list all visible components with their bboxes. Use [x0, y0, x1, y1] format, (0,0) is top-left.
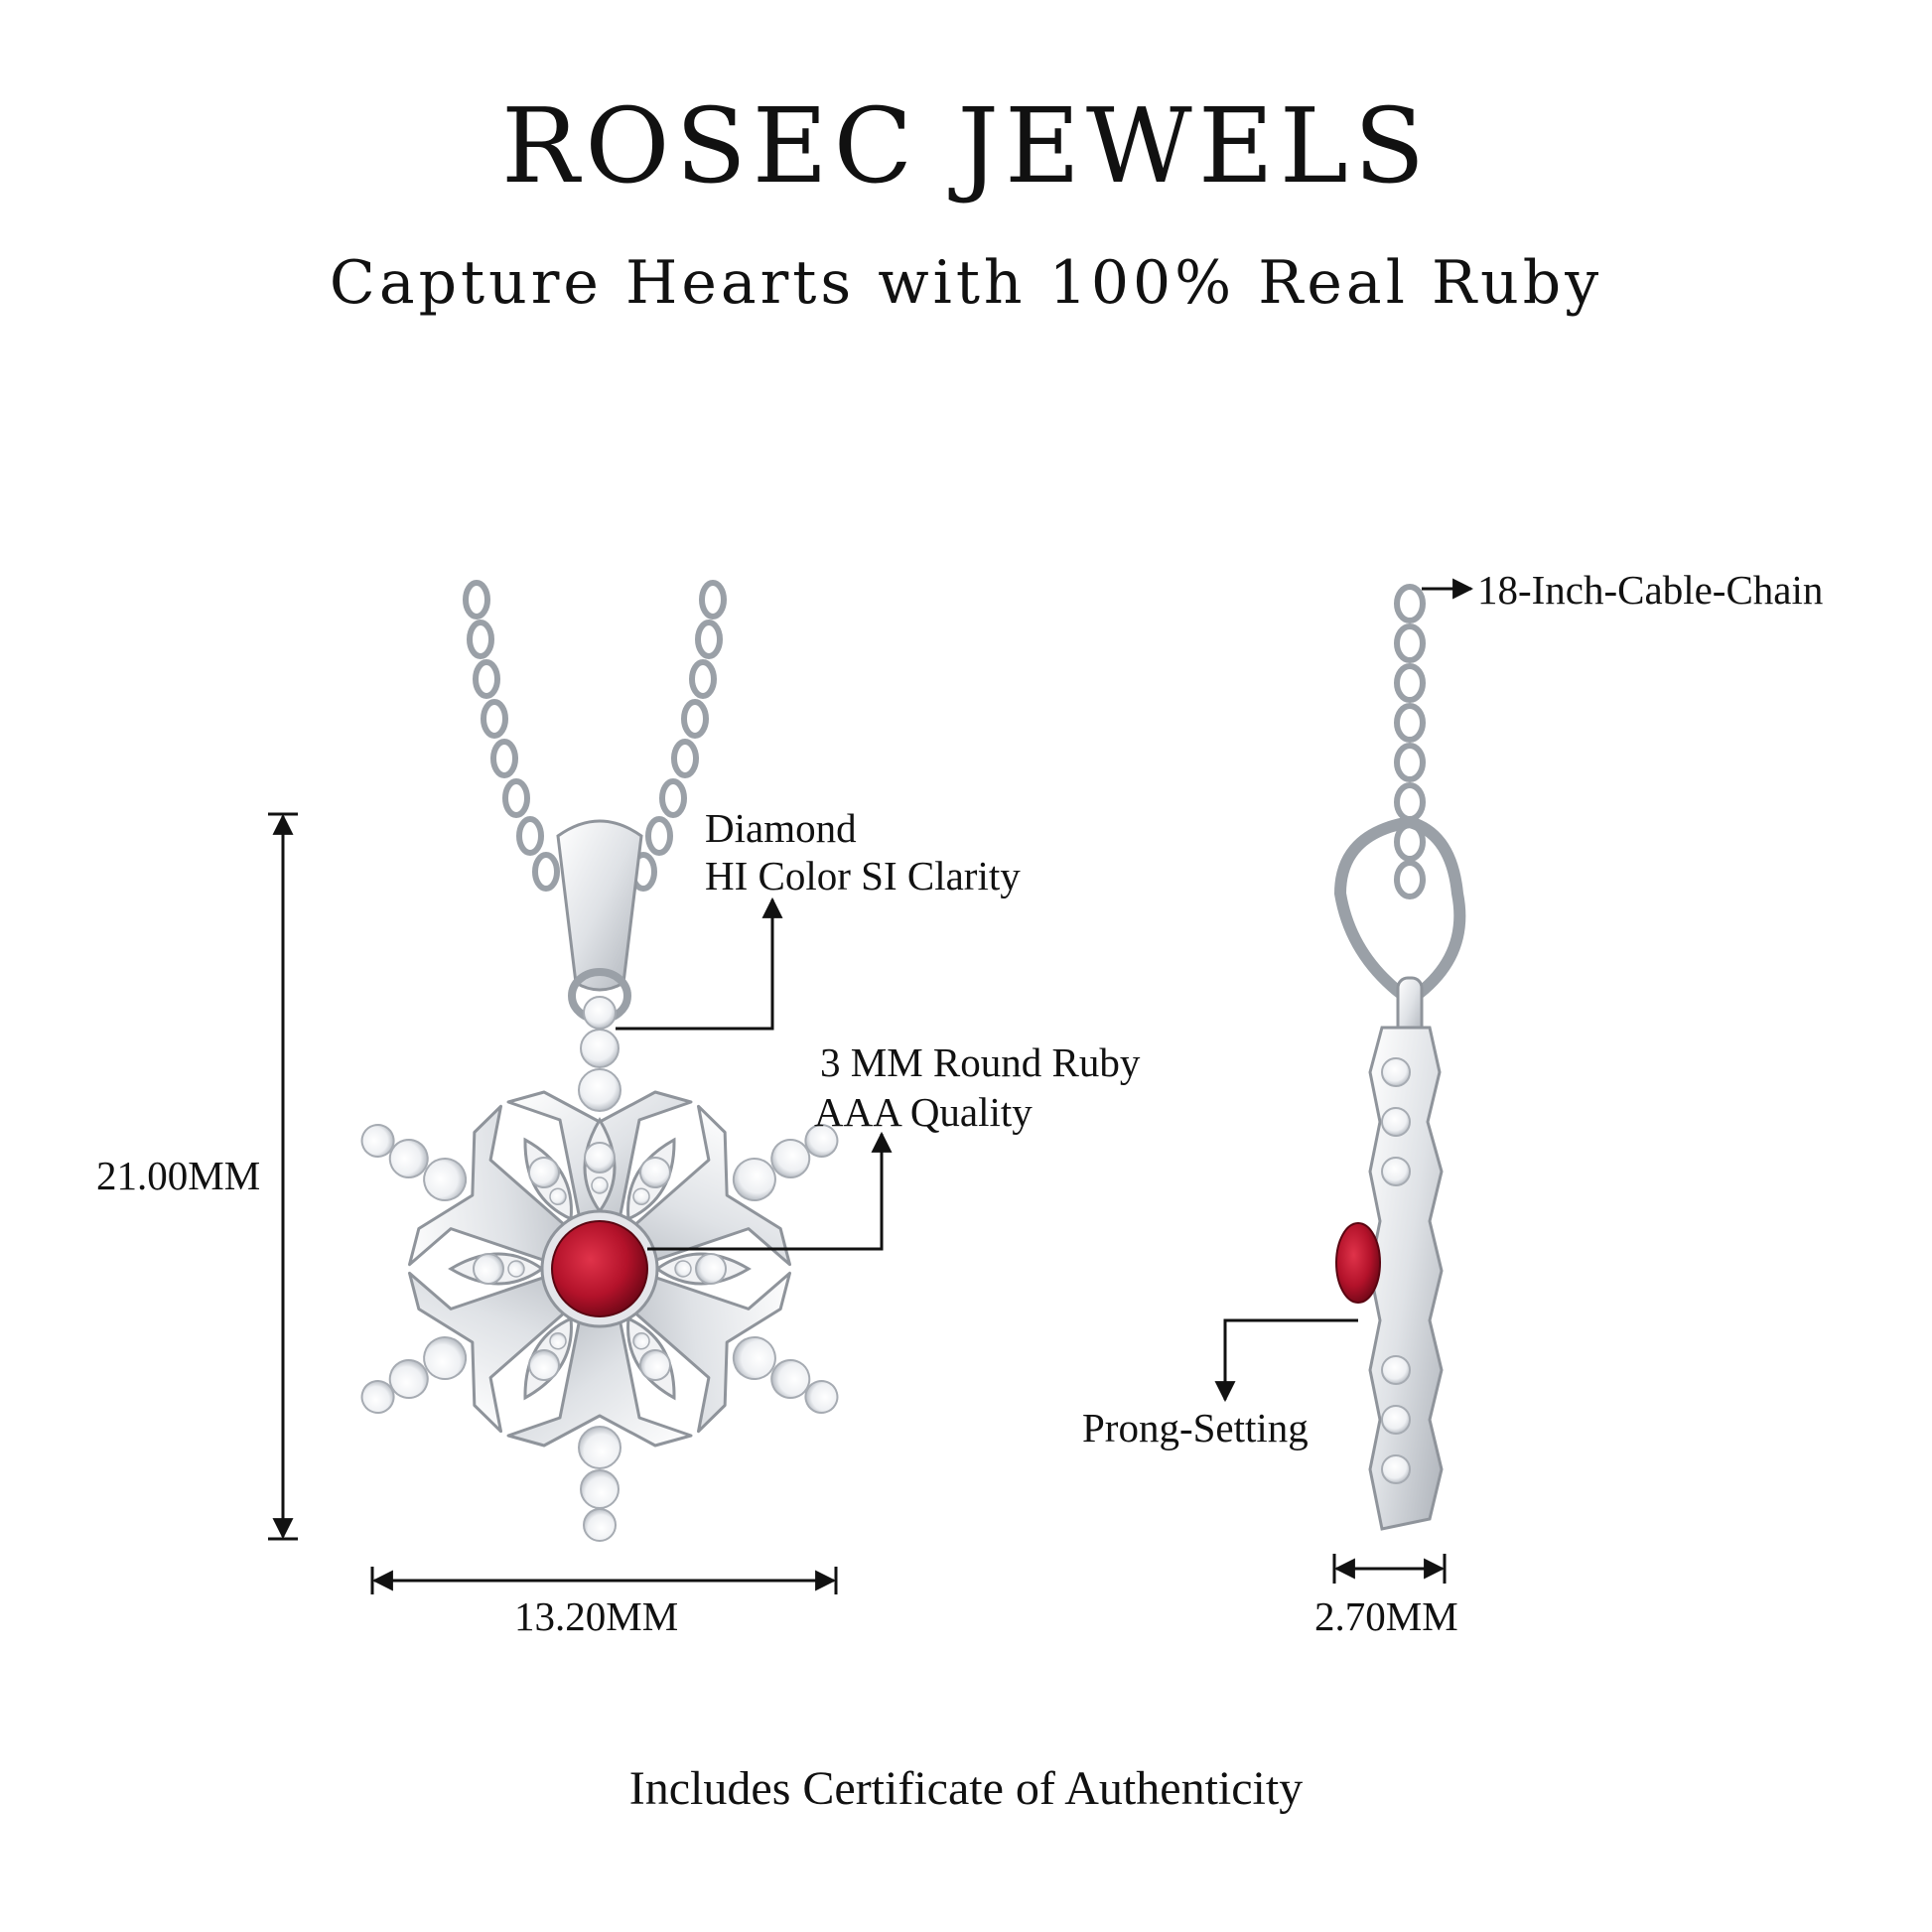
- annotation-lines: [268, 578, 1474, 1594]
- certificate-note: Includes Certificate of Authenticity: [628, 1762, 1304, 1815]
- height-dimension: 21.00MM: [96, 1153, 261, 1198]
- chain-left: [463, 580, 560, 892]
- ruby-callout-title: 3 MM Round Ruby: [820, 1039, 1141, 1085]
- side-view-pendant: [1333, 584, 1466, 1531]
- side-chain: [1394, 584, 1426, 899]
- chain-callout: 18-Inch-Cable-Chain: [1477, 567, 1824, 613]
- width-dimension: 13.20MM: [514, 1593, 679, 1639]
- ruby-callout-quality: AAA Quality: [814, 1089, 1033, 1135]
- front-view-pendant: [352, 580, 847, 1542]
- snowflake-body: [352, 996, 847, 1542]
- diamond-callout-title: Diamond: [705, 805, 857, 851]
- side-ruby: [1335, 1222, 1381, 1304]
- chain-right: [629, 580, 727, 892]
- depth-dimension: 2.70MM: [1314, 1593, 1458, 1639]
- side-profile: [1368, 1026, 1444, 1531]
- brand-name: ROSEC JEWELS: [500, 85, 1432, 207]
- prong-setting-callout: Prong-Setting: [1082, 1405, 1309, 1450]
- diamond-callout-spec: HI Color SI Clarity: [705, 853, 1021, 898]
- tagline: Capture Hearts with 100% Real Ruby: [329, 248, 1603, 318]
- bail: [556, 819, 643, 992]
- center-ruby: [551, 1220, 648, 1317]
